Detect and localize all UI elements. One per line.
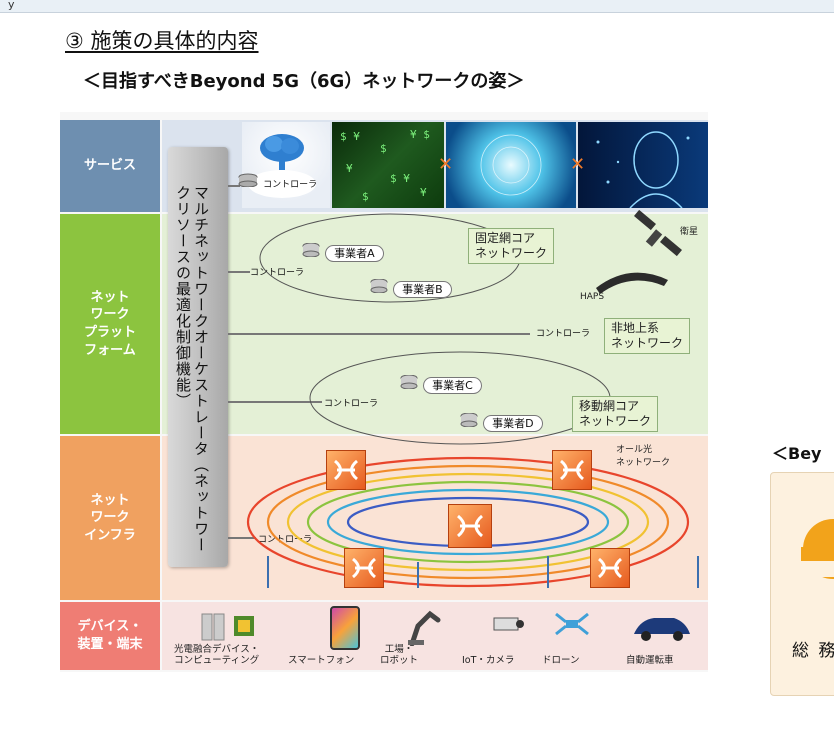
controller-infra: コントローラ: [258, 535, 313, 545]
device-label-car: 自動運転車: [626, 655, 674, 666]
satellite-icon: [634, 209, 682, 257]
layer-label-service: サービス: [60, 120, 160, 212]
network-sphere-icon: [480, 134, 542, 196]
haps-label: HAPS: [580, 292, 605, 302]
controller-non-terrestrial: コントローラ: [536, 329, 591, 339]
brain-cloud-icon: [248, 134, 316, 198]
top-banner: [0, 0, 834, 13]
layer-label-infra: ネット ワーク インフラ: [60, 436, 160, 600]
device-label-smartphone: スマートフォン: [288, 655, 355, 666]
operator-d: 事業者D: [460, 412, 543, 432]
fixed-core-network: 固定網コア ネットワーク: [468, 228, 555, 264]
operator-b-label: 事業者B: [393, 281, 452, 298]
svg-text:$ ¥: $ ¥: [340, 130, 360, 143]
switch-icon: [351, 557, 377, 579]
operator-d-label: 事業者D: [483, 415, 543, 432]
svg-text:¥: ¥: [346, 162, 353, 175]
layer-label-device: デバイス・ 装置・端末: [60, 602, 160, 670]
optical-switch: [448, 504, 492, 548]
drone-icon: [552, 608, 592, 642]
operator-a-label: 事業者A: [325, 245, 384, 262]
switch-icon: [559, 459, 585, 481]
controller-service: コントローラ: [238, 172, 317, 191]
database-icon: [302, 242, 320, 258]
operator-c: 事業者C: [400, 374, 482, 394]
device-label-optical: 光電融合デバイス・ コンピューティング: [174, 644, 260, 667]
controller-label: コントローラ: [263, 180, 318, 190]
ministry-logo-icon: [793, 519, 834, 579]
service-image-network: [446, 122, 576, 208]
svg-text:¥: ¥: [420, 186, 427, 199]
svg-text:$: $: [362, 190, 369, 203]
database-icon: [238, 173, 258, 188]
all-optical-label: オール光 ネットワーク: [616, 445, 671, 468]
camera-icon: [492, 612, 526, 642]
operator-a: 事業者A: [302, 242, 384, 262]
optical-switch: [326, 450, 366, 490]
connection-lines: [228, 185, 682, 539]
switch-icon: [333, 459, 359, 481]
link-x-icon: ✕: [570, 154, 586, 175]
right-section-heading: ＜Bey: [772, 444, 822, 463]
car-icon: [630, 612, 692, 646]
satellite-label: 衛星: [680, 227, 699, 237]
link-x-icon: ✕: [438, 154, 454, 175]
orchestrator-column: マルチネットワークオーケストレータ（ネットワークリソースの最適化制御機能）: [168, 147, 228, 567]
digital-currency-icon: $ ¥ $ ¥ $ ¥ $ ¥ $ ¥: [340, 128, 430, 203]
database-icon: [400, 374, 418, 390]
smartphone-icon: [330, 606, 360, 650]
svg-text:$: $: [380, 142, 387, 155]
optical-switch: [590, 548, 630, 588]
controller-platform-fixed: コントローラ: [250, 268, 305, 278]
device-label-drone: ドローン: [542, 655, 580, 666]
database-icon: [370, 278, 388, 294]
ministry-name: 総 務: [792, 641, 834, 661]
non-terrestrial-network: 非地上系 ネットワーク: [604, 318, 691, 354]
service-image-fintech: $ ¥ $ ¥ $ ¥ $ ¥ $ ¥: [332, 122, 444, 208]
controller-platform-mobile: コントローラ: [324, 399, 379, 409]
orchestrator-label: マルチネットワークオーケストレータ（ネットワークリソースの最適化制御機能）: [174, 185, 210, 553]
optical-switch: [552, 450, 592, 490]
service-image-ai: [242, 122, 330, 208]
service-image-digital-twin: [578, 122, 708, 209]
haps-icon: [596, 272, 668, 294]
svg-text:$ ¥: $ ¥: [390, 172, 410, 185]
device-label-robot: 工場・ ロボット: [380, 644, 419, 667]
operator-c-label: 事業者C: [423, 377, 482, 394]
optical-device-icon: [200, 610, 260, 642]
section-title: ③ 施策の具体的内容: [65, 29, 259, 53]
diagram-subtitle: ＜目指すべきBeyond 5G（6G）ネットワークの姿＞: [83, 71, 525, 92]
switch-icon: [597, 557, 623, 579]
device-label-iot-camera: IoT・カメラ: [462, 655, 515, 666]
digital-human-icon: [596, 131, 690, 209]
operator-b: 事業者B: [370, 278, 452, 298]
switch-icon: [456, 514, 484, 538]
antenna-icon: [267, 556, 699, 588]
robot-icon: [404, 606, 444, 650]
optical-switch: [344, 548, 384, 588]
svg-text:¥ $: ¥ $: [410, 128, 430, 141]
network-diagram: サービス ネット ワーク プラット フォーム ネット ワーク インフラ デバイス…: [60, 112, 708, 672]
database-icon: [460, 412, 478, 428]
layer-label-platform: ネット ワーク プラット フォーム: [60, 214, 160, 434]
mobile-core-network: 移動網コア ネットワーク: [572, 396, 659, 432]
top-banner-text: y: [8, 0, 15, 11]
ministry-logo-panel: [770, 472, 834, 696]
